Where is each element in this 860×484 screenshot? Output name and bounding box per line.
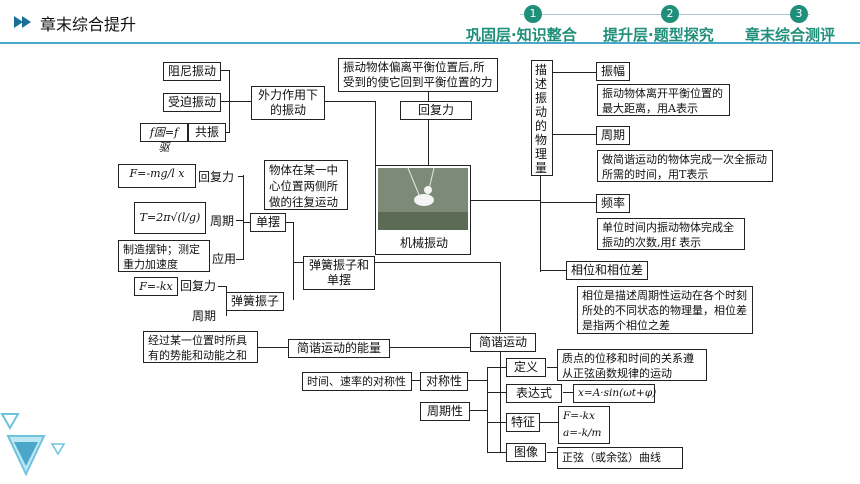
shm-energy: 简谐运动的能量 <box>288 339 390 358</box>
header-divider <box>0 42 860 44</box>
connector <box>375 101 376 167</box>
connector <box>236 220 244 221</box>
pendulum-force-formula: F=-mg/l x <box>118 164 196 188</box>
connector <box>243 222 251 223</box>
play-icon <box>22 16 31 28</box>
swing-photo <box>378 168 468 230</box>
pendulum-force: 回复力 <box>198 170 235 184</box>
definition-desc: 质点的位移和时间的关系遵从正弦函数规律的运动 <box>557 349 707 381</box>
amplitude-desc: 振动物体离开平衡位置的最大距离，用A表示 <box>597 84 730 116</box>
tab-assessment[interactable]: 章末综合测评 <box>745 26 836 44</box>
connector <box>540 270 566 271</box>
connector <box>293 262 303 263</box>
restoring-force-desc: 振动物体偏离平衡位置后,所受到的使它回到平衡位置的力 <box>338 58 498 92</box>
expression-formula: x=A·sin(ωt+φ) <box>573 384 656 403</box>
frequency: 频率 <box>596 194 630 213</box>
connector <box>221 101 229 102</box>
connector <box>375 262 500 263</box>
forced-vibration: 受迫振动 <box>163 93 221 112</box>
connector <box>500 262 501 332</box>
connector <box>540 202 596 203</box>
connector <box>238 176 244 177</box>
connector <box>487 452 507 453</box>
feature: 特征 <box>506 413 540 432</box>
step-1-badge: 1 <box>524 5 542 23</box>
spring-oscillator: 弹簧振子 <box>226 292 284 311</box>
connector <box>428 92 429 102</box>
connector <box>243 175 244 260</box>
connector <box>218 286 226 287</box>
periodicity: 周期性 <box>420 402 470 421</box>
connector <box>487 367 488 453</box>
spring-period: 周期 <box>192 309 217 323</box>
amplitude: 振幅 <box>596 62 630 81</box>
connector <box>487 422 507 423</box>
connector <box>547 452 557 453</box>
connector <box>285 222 293 223</box>
damped-vibration: 阻尼振动 <box>163 62 221 81</box>
connector <box>467 380 487 381</box>
feature-formula-force: F=-kx <box>563 410 595 422</box>
resonance: 共振 <box>188 123 226 142</box>
period: 周期 <box>596 126 630 145</box>
connector <box>412 380 420 381</box>
expression: 表达式 <box>506 384 562 403</box>
connector <box>500 352 501 452</box>
graph: 图像 <box>506 443 546 462</box>
connector <box>428 120 429 165</box>
center-title: 机械振动 <box>400 236 449 250</box>
step-3-badge: 3 <box>790 5 808 23</box>
shm: 简谐运动 <box>470 333 536 352</box>
energy-desc: 经过某一位置时所具有的势能和动能之和 <box>143 331 258 363</box>
header-bar: 章末综合提升 1 巩固层·知识整合 2 提升层·题型探究 3 章末综合测评 <box>0 0 860 44</box>
definition: 定义 <box>506 358 546 377</box>
tab-improvement[interactable]: 提升层·题型探究 <box>603 26 714 44</box>
restoring-force: 回复力 <box>400 101 472 120</box>
describe-quantities: 描述振动的物理量 <box>531 60 553 176</box>
play-icon <box>14 16 23 28</box>
center-desc: 物体在某一中心位置两侧所做的往复运动 <box>264 160 348 210</box>
pendulum-period-formula: T=2π√(l/g) <box>134 202 206 234</box>
connector <box>552 134 596 135</box>
pendulum-app-desc: 制造摆钟；测定重力加速度 <box>118 240 210 272</box>
phase: 相位和相位差 <box>566 261 648 280</box>
step-2-badge: 2 <box>661 5 679 23</box>
tab-consolidation[interactable]: 巩固层·知识整合 <box>466 26 577 44</box>
connector <box>487 367 507 368</box>
connector <box>258 347 288 348</box>
phase-desc: 相位是描述周期性运动在各个时刻所处的不同状态的物理量，相位差是指两个相位之差 <box>577 286 753 334</box>
decorative-triangles-icon <box>0 413 66 477</box>
connector <box>293 222 294 300</box>
connector <box>390 347 470 348</box>
graph-desc: 正弦（或余弦）曲线 <box>557 447 683 469</box>
connector <box>547 367 557 368</box>
connector <box>552 72 596 73</box>
symmetry-desc: 时间、速率的对称性 <box>302 372 412 391</box>
connector <box>540 422 558 423</box>
pendulum: 单摆 <box>250 213 286 232</box>
pendulum-period: 周期 <box>210 214 235 228</box>
symmetry: 对称性 <box>420 372 468 391</box>
frequency-desc: 单位时间内振动物体完成全振动的次数,用f 表示 <box>597 218 745 250</box>
resonance-formula: f固=f驱 <box>140 123 188 154</box>
connector <box>229 101 251 102</box>
external-force-vibration: 外力作用下的振动 <box>251 86 325 120</box>
spring-force-formula: F=-kx <box>134 277 178 296</box>
chapter-title: 章末综合提升 <box>40 15 137 34</box>
connector <box>470 410 487 411</box>
connector <box>470 200 540 201</box>
connector <box>487 392 507 393</box>
feature-formulas: F=-kx a=-k/m x <box>558 406 610 456</box>
spring-force: 回复力 <box>180 279 217 293</box>
connector <box>236 259 244 260</box>
pendulum-application: 应用 <box>212 252 237 266</box>
connector <box>563 392 573 393</box>
spring-and-pendulum: 弹簧振子和单摆 <box>303 256 375 290</box>
period-desc: 做简谐运动的物体完成一次全振动所需的时间，用T表示 <box>597 150 773 182</box>
connector <box>221 70 229 71</box>
connector <box>325 101 375 102</box>
